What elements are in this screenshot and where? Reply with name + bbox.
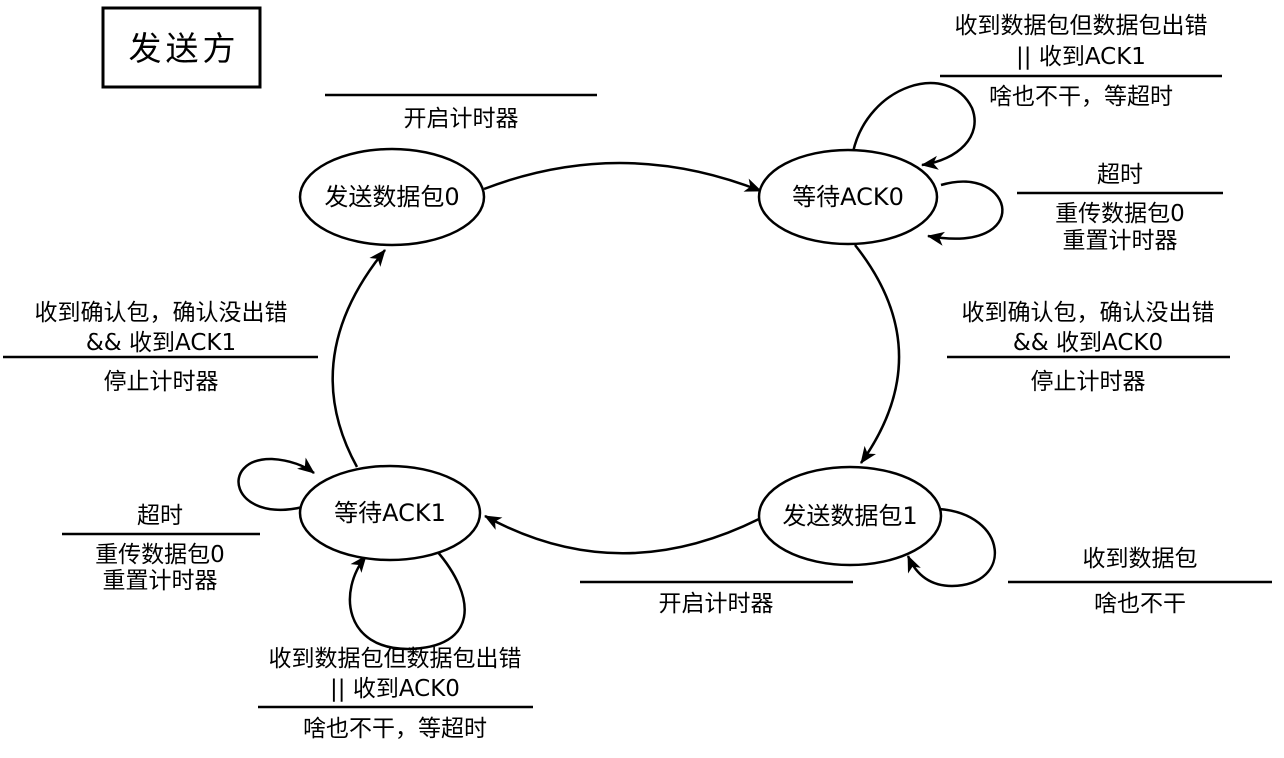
- action-text: 停止计时器: [104, 369, 219, 395]
- state-send-packet-1-label: 发送数据包1: [782, 502, 917, 530]
- action-text: 啥也不干: [1094, 591, 1186, 617]
- action-text-line2: 重置计时器: [1063, 228, 1178, 254]
- label-w0-self-top: 收到数据包但数据包出错 || 收到ACK1 啥也不干，等超时: [940, 13, 1222, 110]
- label-s1-self-right: 收到数据包 啥也不干: [1008, 546, 1272, 617]
- condition-text: 收到数据包: [1083, 546, 1198, 572]
- label-w1-to-s0: 收到确认包，确认没出错 && 收到ACK1 停止计时器: [3, 300, 318, 395]
- condition-text-line2: && 收到ACK1: [86, 330, 236, 356]
- state-send-packet-1: 发送数据包1: [757, 465, 943, 567]
- self-loop-waitack0-top: [851, 81, 976, 170]
- self-loop-waitack1-bottom: [348, 549, 466, 651]
- condition-text-line1: 收到数据包但数据包出错: [955, 13, 1208, 39]
- state-send-packet-0: 发送数据包0: [298, 147, 486, 247]
- state-wait-ack-1-label: 等待ACK1: [334, 499, 446, 527]
- sender-title-label: 发送方: [129, 29, 240, 68]
- condition-text-line2: || 收到ACK1: [1016, 44, 1146, 70]
- condition-text-line1: 收到确认包，确认没出错: [35, 300, 288, 326]
- condition-text-line2: && 收到ACK0: [1013, 330, 1163, 356]
- condition-text-line1: 收到数据包但数据包出错: [269, 646, 522, 672]
- state-wait-ack-1: 等待ACK1: [298, 464, 482, 562]
- label-s1-to-w1: 开启计时器: [580, 580, 853, 617]
- state-wait-ack-0-label: 等待ACK0: [792, 183, 904, 211]
- action-text: 开启计时器: [659, 591, 774, 617]
- arrow-send0-to-waitack0: [483, 161, 762, 193]
- action-text: 停止计时器: [1031, 369, 1146, 395]
- self-loop-waitack0-right: [927, 180, 1004, 246]
- arrow-waitack1-to-send0: [331, 249, 386, 468]
- self-loop-send1-right: [906, 507, 997, 588]
- arrow-send1-to-waitack1: [484, 514, 760, 555]
- state-wait-ack-0: 等待ACK0: [757, 148, 939, 246]
- condition-text-line2: || 收到ACK0: [330, 676, 460, 702]
- action-text-line1: 重传数据包0: [1055, 201, 1185, 227]
- action-text: 开启计时器: [404, 106, 519, 132]
- label-w1-self-bottom: 收到数据包但数据包出错 || 收到ACK0 啥也不干，等超时: [258, 646, 533, 742]
- condition-text: 超时: [1097, 162, 1143, 188]
- action-text-line1: 重传数据包0: [95, 542, 225, 568]
- state-send-packet-0-label: 发送数据包0: [324, 183, 459, 211]
- condition-text: 超时: [137, 503, 183, 529]
- label-w0-self-right: 超时 重传数据包0 重置计时器: [1017, 162, 1223, 254]
- action-text: 啥也不干，等超时: [989, 84, 1173, 110]
- label-s0-to-w0: 开启计时器: [325, 93, 597, 132]
- label-w1-self-left: 超时 重传数据包0 重置计时器: [62, 503, 260, 594]
- condition-text-line1: 收到确认包，确认没出错: [962, 300, 1215, 326]
- action-text: 啥也不干，等超时: [303, 716, 487, 742]
- arrow-waitack0-to-send1: [854, 244, 901, 464]
- label-w0-to-s1: 收到确认包，确认没出错 && 收到ACK0 停止计时器: [947, 300, 1230, 395]
- self-loop-waitack1-left: [237, 457, 315, 511]
- sender-title-box: [101, 6, 262, 89]
- action-text-line2: 重置计时器: [103, 568, 218, 594]
